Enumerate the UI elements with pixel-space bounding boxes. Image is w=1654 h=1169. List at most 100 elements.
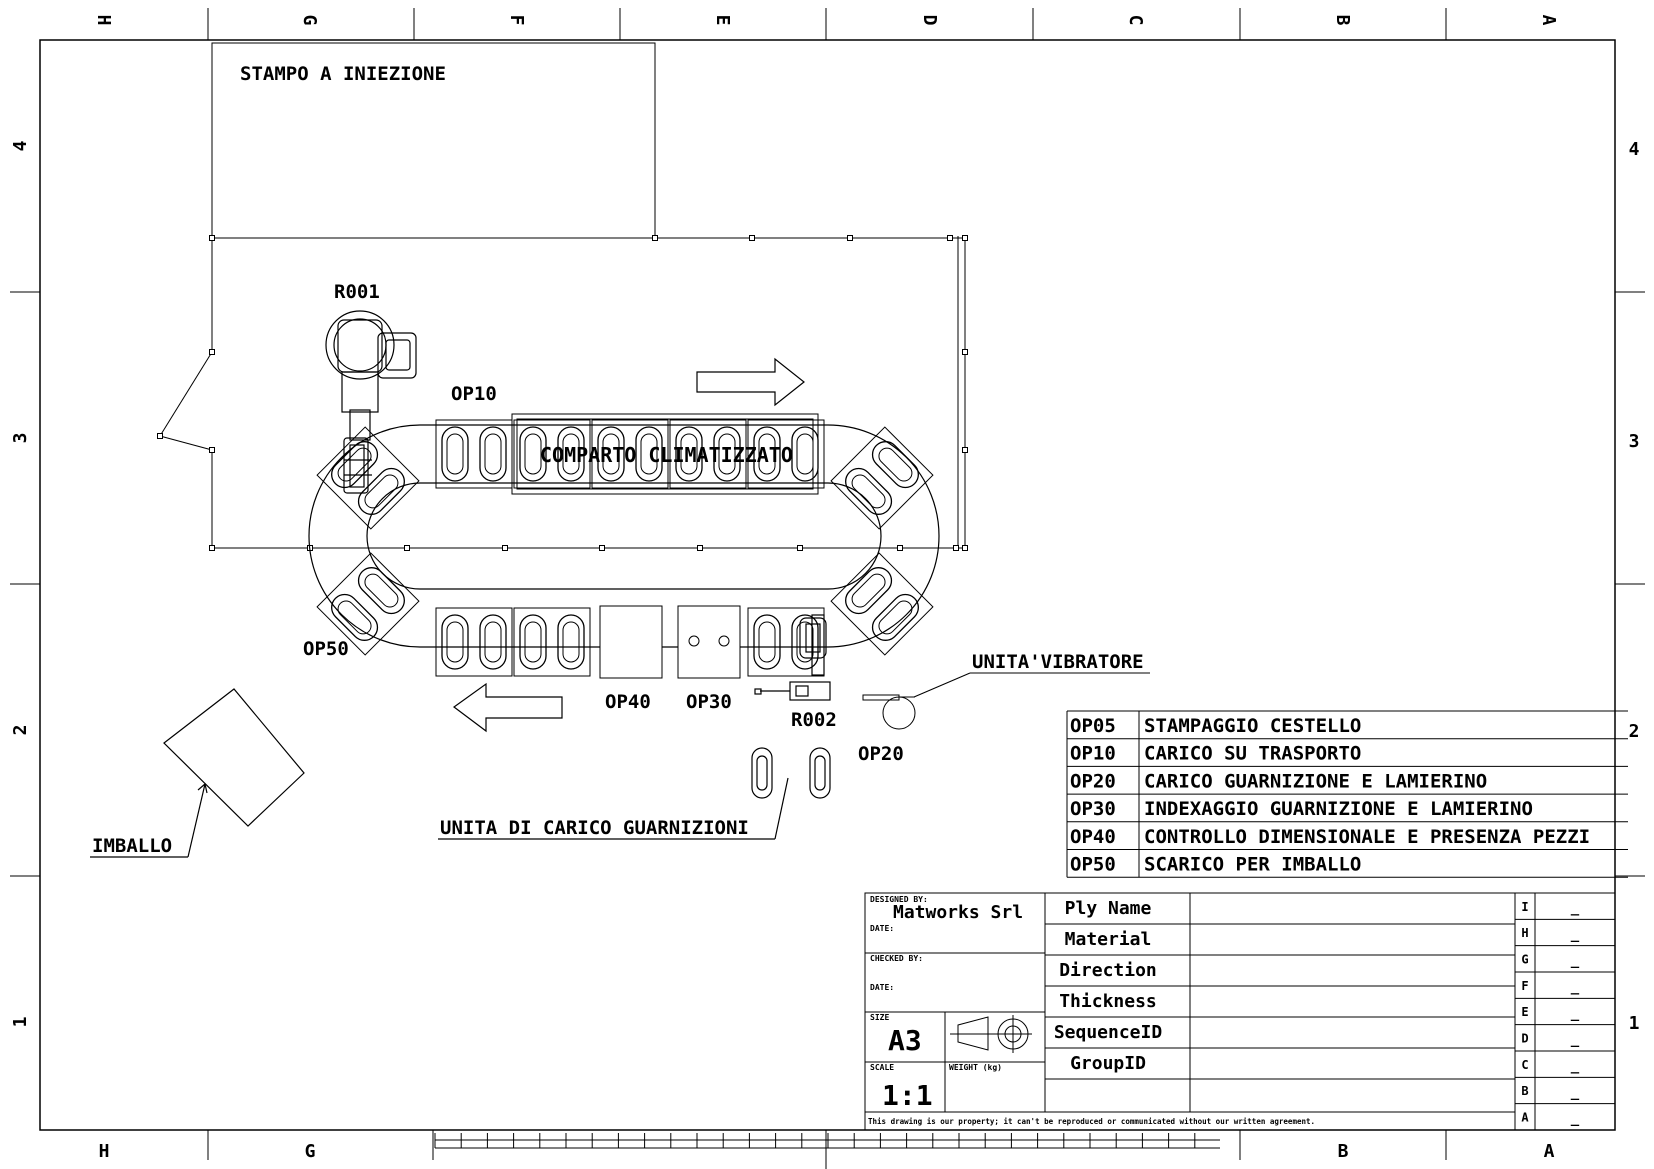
robot-r001 bbox=[325, 310, 417, 494]
designer-name: Matworks Srl bbox=[893, 902, 1023, 923]
grid-col-bottom-g: G bbox=[305, 1141, 316, 1162]
grid-row-right-2: 2 bbox=[1629, 721, 1640, 742]
field-ply-name: Ply Name bbox=[1065, 898, 1152, 919]
revision-letter: F bbox=[1521, 979, 1528, 993]
revision-letter: G bbox=[1521, 953, 1528, 967]
designed-by-label: DESIGNED BY: bbox=[870, 895, 928, 904]
checked-by-label: CHECKED BY: bbox=[870, 954, 923, 963]
revision-value: _ bbox=[1571, 926, 1580, 942]
revision-value: _ bbox=[1571, 900, 1580, 916]
revision-letter: D bbox=[1521, 1032, 1528, 1046]
grid-col-bottom-h: H bbox=[99, 1141, 110, 1162]
climatized-compartment bbox=[511, 413, 819, 495]
operation-description: INDEXAGGIO GUARNIZIONE E LAMIERINO bbox=[1144, 798, 1533, 820]
robot-r002 bbox=[754, 614, 831, 701]
robot-r001-label: R001 bbox=[334, 281, 380, 303]
weight-label: WEIGHT (kg) bbox=[949, 1063, 1002, 1072]
op40-label: OP40 bbox=[605, 691, 651, 713]
grid-col-top-f: F bbox=[506, 15, 527, 26]
revision-value: _ bbox=[1571, 979, 1580, 995]
grid-col-top-a: A bbox=[1538, 15, 1559, 26]
grid-row-right-3: 3 bbox=[1629, 431, 1640, 452]
revision-letter: C bbox=[1521, 1058, 1528, 1072]
grid-row-right-4: 4 bbox=[1629, 139, 1640, 160]
operation-row: OP20 CARICO GUARNIZIONE E LAMIERINO bbox=[1070, 770, 1487, 792]
revision-value: _ bbox=[1571, 1032, 1580, 1048]
op50-label: OP50 bbox=[303, 638, 349, 660]
field-sequence-id: SequenceID bbox=[1054, 1022, 1163, 1043]
robot-cell-fence bbox=[159, 236, 966, 549]
grid-col-top-g: G bbox=[299, 15, 320, 26]
operation-code: OP20 bbox=[1070, 770, 1116, 792]
grid-letters-bottom: H G B A bbox=[99, 1141, 1555, 1162]
operation-description: CARICO GUARNIZIONE E LAMIERINO bbox=[1144, 770, 1487, 792]
flow-arrow-right bbox=[696, 357, 805, 407]
title-block bbox=[864, 892, 1616, 1131]
property-disclaimer: This drawing is our property; it can't b… bbox=[868, 1117, 1315, 1126]
revision-value: _ bbox=[1571, 1058, 1580, 1074]
scale-bar-ticks bbox=[434, 1133, 1196, 1148]
grid-row-left-1: 1 bbox=[10, 1017, 31, 1028]
operation-row: OP10 CARICO SU TRASPORTO bbox=[1070, 743, 1361, 765]
checked-date-label: DATE: bbox=[870, 983, 894, 992]
revision-value: _ bbox=[1571, 1111, 1580, 1127]
packaging-label: IMBALLO bbox=[92, 835, 172, 857]
operation-code: OP40 bbox=[1070, 826, 1116, 848]
operation-description: STAMPAGGIO CESTELLO bbox=[1144, 715, 1361, 737]
revision-value: _ bbox=[1571, 1084, 1580, 1100]
size-value: A3 bbox=[888, 1024, 922, 1057]
grid-letters-top: H G F E D C B A bbox=[93, 15, 1559, 26]
operations-table: OP05 STAMPAGGIO CESTELLO OP10 CARICO SU TRA… bbox=[1066, 710, 1628, 878]
grid-col-top-e: E bbox=[712, 15, 733, 26]
op40-station bbox=[599, 605, 663, 679]
revision-letter: H bbox=[1521, 926, 1528, 940]
op30-label: OP30 bbox=[686, 691, 732, 713]
operation-description: CONTROLLO DIMENSIONALE E PRESENZA PEZZI bbox=[1144, 826, 1590, 848]
operation-code: OP05 bbox=[1070, 715, 1116, 737]
vibrator-unit-label: UNITA'VIBRATORE bbox=[972, 651, 1144, 673]
frame bbox=[10, 8, 1645, 1169]
revision-letter: E bbox=[1521, 1005, 1528, 1019]
op20-label: OP20 bbox=[858, 743, 904, 765]
grid-col-top-b: B bbox=[1332, 15, 1353, 26]
grid-row-left-3: 3 bbox=[10, 433, 31, 444]
grid-col-bottom-a: A bbox=[1544, 1141, 1555, 1162]
revision-letter: A bbox=[1521, 1111, 1529, 1125]
revision-letter: B bbox=[1521, 1084, 1528, 1098]
grid-row-left-4: 4 bbox=[10, 140, 31, 151]
robot-r002-label: R002 bbox=[791, 709, 837, 731]
field-material: Material bbox=[1065, 929, 1152, 950]
grid-col-bottom-b: B bbox=[1338, 1141, 1349, 1162]
revision-table: I_H_G_F_E_D_C_B_A_ bbox=[1521, 900, 1579, 1127]
flow-arrow-left bbox=[452, 682, 563, 733]
grid-numbers-left: 4 3 2 1 bbox=[10, 140, 31, 1027]
grid-col-top-c: C bbox=[1125, 15, 1146, 26]
designed-date-label: DATE: bbox=[870, 924, 894, 933]
packaging-area bbox=[90, 688, 305, 858]
fence-posts bbox=[157, 235, 968, 551]
operation-row: OP40 CONTROLLO DIMENSIONALE E PRESENZA PE… bbox=[1070, 826, 1590, 848]
grid-col-top-d: D bbox=[919, 15, 940, 26]
climatized-compartment-label: COMPARTO CLIMATIZZATO bbox=[540, 443, 793, 467]
grid-numbers-right: 4 3 2 1 bbox=[1629, 139, 1640, 1034]
field-direction: Direction bbox=[1059, 960, 1157, 981]
revision-value: _ bbox=[1571, 1005, 1580, 1021]
operation-description: CARICO SU TRASPORTO bbox=[1144, 743, 1361, 765]
grid-row-right-1: 1 bbox=[1629, 1013, 1640, 1034]
revision-value: _ bbox=[1571, 953, 1580, 969]
vibrator-unit bbox=[862, 672, 1150, 730]
scale-value: 1:1 bbox=[882, 1079, 933, 1112]
scale-label: SCALE bbox=[870, 1063, 894, 1072]
grid-col-top-h: H bbox=[93, 15, 114, 26]
op30-station bbox=[677, 605, 741, 679]
grid-row-left-2: 2 bbox=[10, 725, 31, 736]
operation-code: OP10 bbox=[1070, 743, 1116, 765]
field-thickness: Thickness bbox=[1059, 991, 1157, 1012]
operation-description: SCARICO PER IMBALLO bbox=[1144, 854, 1361, 876]
gasket-loading-unit bbox=[438, 747, 831, 840]
projection-symbol-icon bbox=[950, 1015, 1032, 1053]
size-label: SIZE bbox=[870, 1013, 889, 1022]
gasket-loading-unit-label: UNITA DI CARICO GUARNIZIONI bbox=[440, 817, 749, 839]
